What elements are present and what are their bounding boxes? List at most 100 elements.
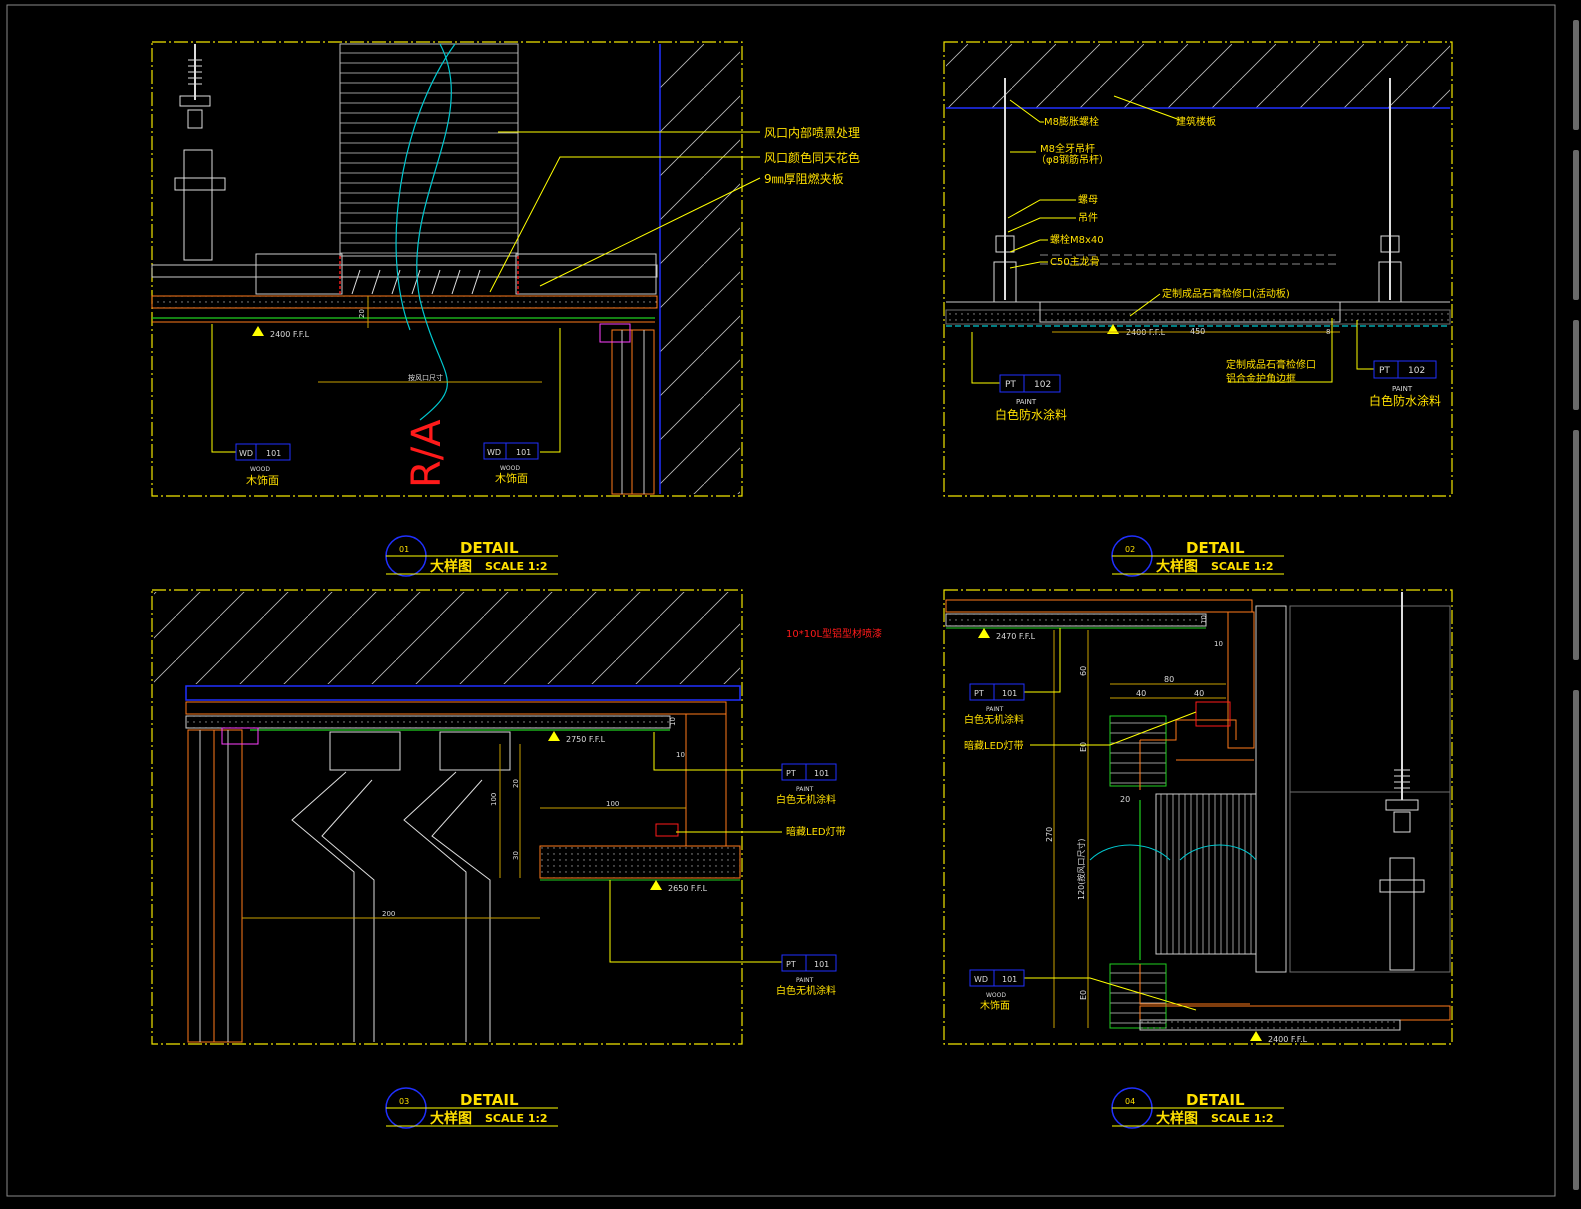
p1-dim-width: 按风口尺寸 — [408, 373, 443, 382]
p2-note-7: C50主龙骨 — [1050, 255, 1100, 268]
p3-dim-10b: 10 — [676, 751, 685, 759]
svg-text:PT: PT — [786, 769, 796, 778]
p4-dim-20: 20 — [1120, 795, 1130, 804]
p3-dim-100v: 100 — [490, 793, 498, 806]
svg-text:WOOD: WOOD — [500, 465, 520, 472]
title-03-scale: SCALE 1:2 — [485, 1112, 548, 1125]
svg-text:102: 102 — [1034, 380, 1051, 390]
p4-dim-270: 270 — [1045, 827, 1054, 842]
svg-text:木饰面: 木饰面 — [980, 999, 1010, 1012]
p3-dim-30: 30 — [512, 851, 520, 860]
svg-text:PAINT: PAINT — [796, 786, 814, 793]
title-02-num: 02 — [1125, 545, 1135, 554]
svg-text:白色无机涂料: 白色无机涂料 — [964, 713, 1024, 726]
p2-slab-note: 建筑楼板 — [1176, 115, 1216, 128]
p1-tag-1: WD 101 WOOD 木饰面 — [235, 443, 291, 487]
p4-dim-60: 60 — [1079, 666, 1088, 676]
p2-tag-1: PT 102 PAINT 白色防水涂料 — [995, 374, 1067, 422]
svg-text:101: 101 — [266, 449, 281, 458]
p2-note-2: M8全牙吊杆 — [1040, 142, 1095, 155]
p4-dim-E0a: E0 — [1079, 742, 1088, 752]
title-04-num: 04 — [1125, 1097, 1135, 1106]
p2-note-4: 螺母 — [1078, 194, 1098, 206]
title-01-num: 01 — [399, 545, 409, 554]
p1-note-1: 风口内部喷黑处理 — [764, 125, 860, 140]
scrollbar-segment-5[interactable] — [1573, 690, 1579, 1190]
title-03-num: 03 — [399, 1097, 409, 1106]
wall-hatch — [660, 44, 740, 494]
scrollbar-segment-4[interactable] — [1573, 430, 1579, 660]
p3-tag-1: PT 101 PAINT 白色无机涂料 — [776, 763, 837, 806]
p2-note-6: 螺栓M8x40 — [1050, 233, 1104, 246]
p4-tag-2: WD 101 WOOD 木饰面 — [969, 969, 1025, 1012]
p4-level-2: 2400 F.F.L — [1268, 1035, 1308, 1044]
title-04-detail: DETAIL — [1186, 1091, 1245, 1109]
svg-text:101: 101 — [814, 769, 829, 778]
p3-dim-100h: 100 — [606, 800, 619, 808]
panel-02-frame — [943, 41, 1453, 497]
svg-text:PT: PT — [1005, 380, 1016, 390]
title-block-03: 03 DETAIL 大样图 SCALE 1:2 — [385, 1087, 558, 1129]
svg-text:WD: WD — [487, 448, 501, 457]
svg-text:PAINT: PAINT — [1392, 385, 1413, 393]
svg-text:白色防水涂料: 白色防水涂料 — [995, 407, 1067, 422]
p4-dim-40b: 40 — [1194, 689, 1204, 698]
title-02-cn: 大样图 — [1156, 558, 1198, 575]
title-01-scale: SCALE 1:2 — [485, 560, 548, 573]
airflow-line — [416, 43, 452, 421]
detail-panel-03: 10*10L型铝型材喷漆 2750 F.F.L 2650 F.F.L 10 10… — [151, 589, 882, 1045]
detail-panel-02: M8膨胀螺栓 M8全牙吊杆 （φ8钢筋吊杆） 螺母 吊件 螺栓M8x40 C50… — [943, 41, 1453, 497]
p1-return-air-mark: R/A — [404, 419, 450, 488]
p4-dim-E0b: E0 — [1079, 990, 1088, 1000]
svg-text:木饰面: 木饰面 — [495, 471, 528, 485]
svg-text:PT: PT — [786, 960, 796, 969]
svg-text:木饰面: 木饰面 — [246, 473, 279, 487]
detail-panel-04: 2470 F.F.L 2400 F.F.L 10 10 80 40 40 60 … — [943, 589, 1453, 1045]
p2-dim-450: 450 — [1190, 327, 1205, 336]
title-02-detail: DETAIL — [1186, 539, 1245, 557]
title-01-detail: DETAIL — [460, 539, 519, 557]
slab-hatch — [154, 592, 740, 684]
panel-04-frame — [943, 589, 1453, 1045]
p3-tag-2: PT 101 PAINT 白色无机涂料 — [776, 954, 837, 997]
svg-text:PT: PT — [974, 689, 984, 698]
title-02-scale: SCALE 1:2 — [1211, 560, 1274, 573]
title-block-01: 01 DETAIL 大样图 SCALE 1:2 — [385, 535, 558, 577]
scrollbar-segment-2[interactable] — [1573, 150, 1579, 300]
svg-text:101: 101 — [1002, 975, 1017, 984]
p3-red-note: 10*10L型铝型材喷漆 — [786, 627, 882, 640]
scrollbar-segment-1[interactable] — [1573, 20, 1579, 130]
p3-dim-200: 200 — [382, 910, 395, 918]
duct — [339, 43, 519, 257]
title-01-cn: 大样图 — [430, 558, 472, 575]
p1-note-3: 9㎜厚阻燃夹板 — [764, 171, 844, 186]
title-block-02: 02 DETAIL 大样图 SCALE 1:2 — [1111, 535, 1284, 577]
p4-led-note: 暗藏LED灯带 — [964, 739, 1024, 752]
p2-dim-8: 8 — [1326, 328, 1330, 336]
svg-text:WOOD: WOOD — [250, 466, 270, 473]
p1-level: 2400 F.F.L — [270, 330, 310, 339]
title-03-cn: 大样图 — [430, 1110, 472, 1127]
sheet-border — [6, 4, 1556, 1197]
p3-level-2: 2650 F.F.L — [668, 884, 708, 893]
title-04-scale: SCALE 1:2 — [1211, 1112, 1274, 1125]
p2-note-5: 吊件 — [1078, 212, 1098, 224]
detail-panel-01: 风口内部喷黑处理 风口颜色同天花色 9㎜厚阻燃夹板 2400 F.F.L 20 … — [151, 41, 860, 497]
svg-text:白色无机涂料: 白色无机涂料 — [776, 793, 836, 806]
svg-text:WD: WD — [974, 975, 988, 984]
svg-text:PAINT: PAINT — [1016, 398, 1037, 406]
svg-text:WD: WD — [239, 449, 253, 458]
svg-text:PT: PT — [1379, 366, 1390, 376]
p4-tag-1: PT 101 PAINT 白色无机涂料 — [964, 683, 1025, 726]
scrollbar-segment-3[interactable] — [1573, 320, 1579, 410]
p3-led-note: 暗藏LED灯带 — [786, 825, 846, 838]
svg-text:WOOD: WOOD — [986, 992, 1006, 999]
svg-text:101: 101 — [1002, 689, 1017, 698]
title-04-cn: 大样图 — [1156, 1110, 1198, 1127]
p1-note-2: 风口颜色同天花色 — [764, 150, 860, 165]
p1-tag-2: WD 101 WOOD 木饰面 — [483, 442, 539, 485]
p3-level-1: 2750 F.F.L — [566, 735, 606, 744]
svg-text:102: 102 — [1408, 366, 1425, 376]
p2-frame-line-2: 铝合金护角边框 — [1226, 372, 1296, 385]
